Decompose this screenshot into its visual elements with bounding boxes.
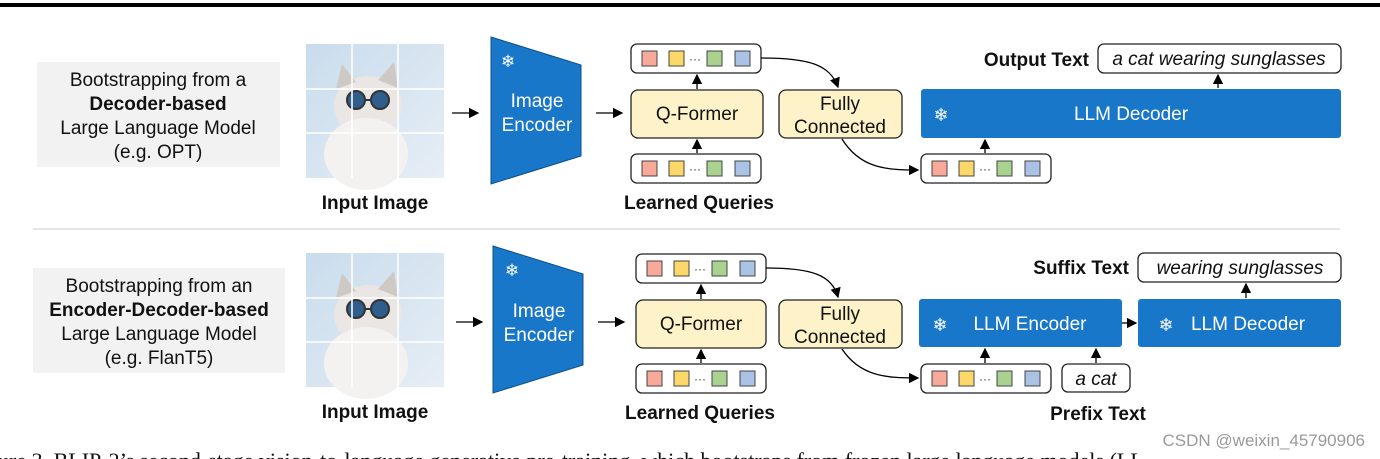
fc-label: Fully [820, 304, 861, 325]
suffix-text: wearing sunglasses [1157, 258, 1324, 279]
image-encoder-label: Encoder [502, 115, 573, 136]
approach-line: Decoder-based [89, 94, 226, 115]
image-encoder-label: Encoder [504, 325, 575, 346]
llm-decoder-box [1138, 299, 1341, 347]
projected-query-tokens [920, 363, 1052, 394]
bottom-row: Bootstrapping from an Encoder-Decoder-ba… [33, 245, 1342, 425]
snowflake-icon: ❄ [932, 315, 947, 335]
input-image-label: Input Image [322, 193, 429, 214]
learned-queries-label: Learned Queries [624, 193, 774, 214]
llm-decoder-label: LLM Decoder [1191, 314, 1306, 335]
image-encoder [490, 36, 582, 185]
query-output-tokens [635, 253, 767, 284]
learned-query-tokens [635, 363, 767, 394]
image-encoder-label: Image [511, 91, 564, 112]
snowflake-icon: ❄ [1158, 315, 1173, 335]
llm-encoder-box [919, 299, 1122, 347]
fully-connected-box [778, 299, 903, 349]
image-encoder [492, 245, 584, 394]
llm-decoder-label: LLM Decoder [1074, 104, 1189, 125]
suffix-text-box [1137, 252, 1342, 283]
output-text-box [1097, 43, 1342, 74]
snowflake-icon: ❄ [933, 105, 948, 125]
fully-connected-box [778, 89, 903, 139]
approach-line: Large Language Model [61, 324, 256, 345]
qformer-box [630, 89, 764, 139]
approach-panel [33, 268, 285, 373]
projected-query-tokens [920, 153, 1052, 184]
snowflake-icon: ❄ [505, 261, 519, 280]
input-image [305, 43, 445, 191]
approach-line: Encoder-Decoder-based [49, 300, 269, 321]
fc-label: Fully [820, 94, 861, 115]
learned-query-tokens [630, 153, 762, 184]
prefix-text-box [1061, 363, 1131, 393]
output-text: a cat wearing sunglasses [1112, 49, 1326, 70]
qformer-label: Q-Former [660, 314, 743, 335]
watermark: CSDN @weixin_45790906 [1163, 431, 1365, 450]
fc-label: Connected [794, 327, 886, 348]
fc-label: Connected [794, 117, 886, 138]
llm-encoder-label: LLM Encoder [973, 314, 1087, 335]
approach-line: (e.g. OPT) [114, 142, 203, 163]
suffix-text-label: Suffix Text [1033, 258, 1129, 279]
approach-line: Bootstrapping from an [66, 276, 253, 297]
approach-panel [37, 62, 280, 167]
input-image [305, 252, 445, 400]
top-row: Bootstrapping from a Decoder-based Large… [37, 36, 1342, 214]
query-output-tokens [630, 43, 762, 74]
output-text-label: Output Text [984, 50, 1090, 71]
approach-line: Bootstrapping from a [70, 70, 247, 91]
input-image-label: Input Image [322, 402, 429, 423]
learned-queries-label: Learned Queries [625, 403, 775, 424]
snowflake-icon: ❄ [501, 52, 515, 71]
prefix-text-label: Prefix Text [1050, 404, 1146, 425]
prefix-text: a cat [1075, 369, 1117, 390]
image-encoder-label: Image [513, 301, 566, 322]
qformer-box [635, 299, 767, 349]
approach-line: (e.g. FlanT5) [105, 348, 214, 369]
approach-line: Large Language Model [60, 118, 255, 139]
figure-caption: ure 3. BLIP-2’s second-stage vision-to-l… [0, 448, 1144, 459]
llm-decoder-box [921, 89, 1341, 138]
qformer-label: Q-Former [656, 104, 739, 125]
